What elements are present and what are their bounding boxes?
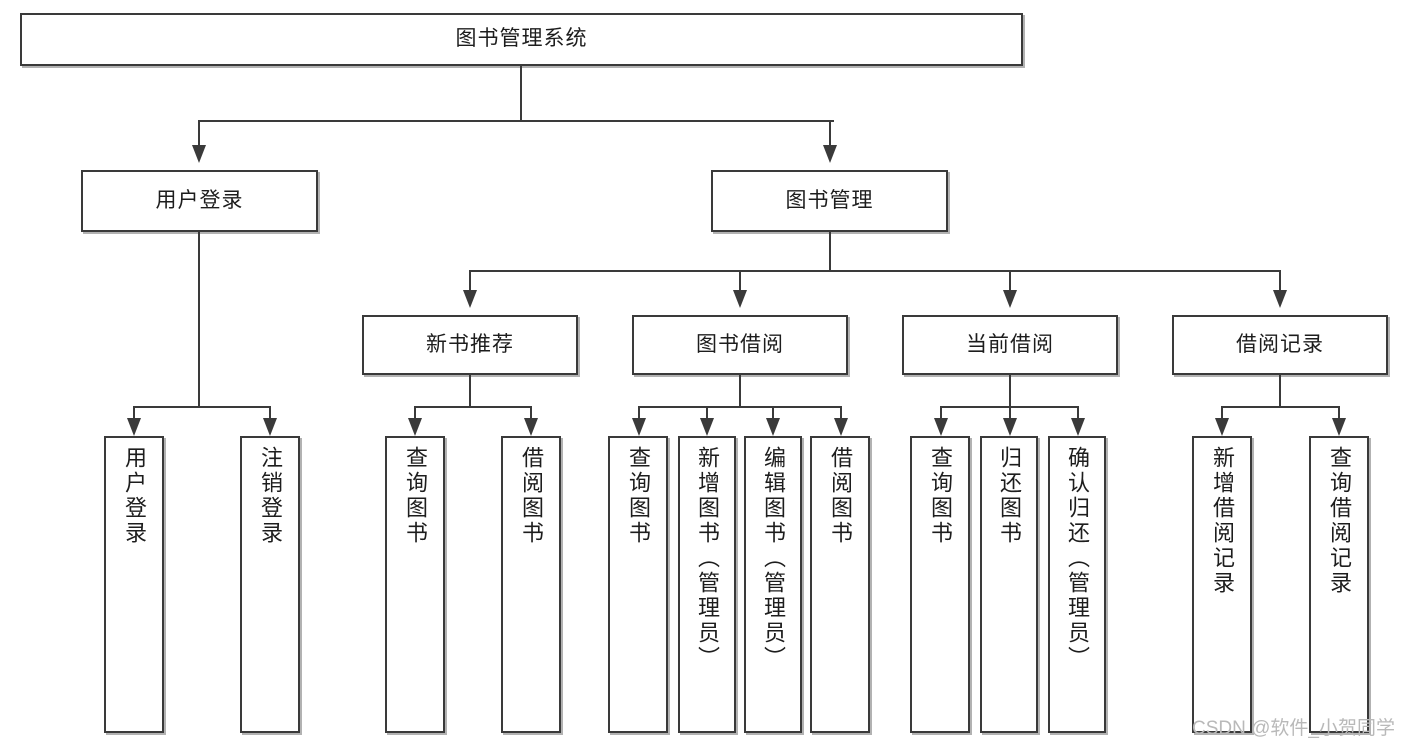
node-borrow-record-label: 借阅记录 xyxy=(1236,332,1324,356)
edge-root-to-user-login xyxy=(198,120,200,145)
leaf-borrow-record-add-record[interactable]: 新增借阅记录 xyxy=(1192,436,1252,733)
leaf-book-borrow-add-book-admin-label: 新增图书（管理员） xyxy=(695,446,720,671)
node-book-management-label: 图书管理 xyxy=(785,188,874,212)
leaf-book-borrow-borrow-book[interactable]: 借阅图书 xyxy=(810,436,870,733)
leaf-borrow-record-query-record[interactable]: 查询借阅记录 xyxy=(1309,436,1369,733)
edge-borrow-record-bus xyxy=(1221,406,1340,408)
leaf-logout[interactable]: 注销登录 xyxy=(240,436,300,733)
arrowhead-current-borrow-leaf-1 xyxy=(934,418,948,436)
leaf-book-borrow-query-book[interactable]: 查询图书 xyxy=(608,436,668,733)
edge-new-book-stem xyxy=(469,375,471,406)
arrowhead-leaf-user-login xyxy=(127,418,141,436)
arrowhead-current-borrow-leaf-2 xyxy=(1003,418,1017,436)
leaf-book-borrow-borrow-book-label: 借阅图书 xyxy=(828,446,853,546)
leaf-new-book-query-book-label: 查询图书 xyxy=(403,446,428,546)
edge-current-borrow-to-leaf-3 xyxy=(1077,406,1079,420)
edge-borrow-record-to-leaf-2 xyxy=(1338,406,1340,420)
leaf-user-login[interactable]: 用户登录 xyxy=(104,436,164,733)
edge-book-mgmt-to-new-book xyxy=(469,270,471,292)
leaf-new-book-borrow-book[interactable]: 借阅图书 xyxy=(501,436,561,733)
edge-new-book-to-leaf-2 xyxy=(530,406,532,420)
leaf-new-book-query-book[interactable]: 查询图书 xyxy=(385,436,445,733)
node-book-borrow[interactable]: 图书借阅 xyxy=(632,315,848,375)
edge-new-book-to-leaf-1 xyxy=(414,406,416,420)
edge-book-mgmt-to-current-borrow xyxy=(1009,270,1011,292)
arrowhead-user-login xyxy=(192,145,206,163)
edge-root-to-book-mgmt xyxy=(829,120,831,145)
edge-user-login-stem xyxy=(198,232,200,406)
leaf-current-borrow-query-book-label: 查询图书 xyxy=(928,446,953,546)
edge-current-borrow-to-leaf-2 xyxy=(1009,406,1011,420)
edge-book-mgmt-to-book-borrow xyxy=(739,270,741,292)
node-current-borrow[interactable]: 当前借阅 xyxy=(902,315,1118,375)
node-borrow-record[interactable]: 借阅记录 xyxy=(1172,315,1388,375)
arrowhead-new-book-leaf-1 xyxy=(408,418,422,436)
node-root[interactable]: 图书管理系统 xyxy=(20,13,1023,66)
node-current-borrow-label: 当前借阅 xyxy=(966,332,1054,356)
node-root-label: 图书管理系统 xyxy=(455,27,588,51)
edge-book-borrow-bus xyxy=(638,406,841,408)
leaf-current-borrow-return-book-label: 归还图书 xyxy=(997,446,1022,546)
arrowhead-new-book xyxy=(463,290,477,308)
leaf-user-login-label: 用户登录 xyxy=(122,446,147,546)
edge-book-borrow-to-leaf-2 xyxy=(706,406,708,420)
edge-borrow-record-to-leaf-1 xyxy=(1221,406,1223,420)
arrowhead-borrow-record xyxy=(1273,290,1287,308)
edge-root-bus xyxy=(198,120,834,122)
arrowhead-book-borrow-leaf-2 xyxy=(700,418,714,436)
leaf-current-borrow-return-book[interactable]: 归还图书 xyxy=(980,436,1038,733)
node-user-login[interactable]: 用户登录 xyxy=(81,170,318,232)
edge-book-mgmt-to-borrow-record xyxy=(1279,270,1281,292)
edge-root-stem xyxy=(520,66,522,120)
leaf-book-borrow-query-book-label: 查询图书 xyxy=(626,446,651,546)
leaf-book-borrow-edit-book-admin-label: 编辑图书（管理员） xyxy=(761,446,786,671)
leaf-current-borrow-confirm-return-admin-label: 确认归还（管理员） xyxy=(1065,446,1090,671)
watermark: CSDN @软件_小贺同学 xyxy=(1192,718,1395,739)
leaf-current-borrow-confirm-return-admin[interactable]: 确认归还（管理员） xyxy=(1048,436,1106,733)
arrowhead-borrow-record-leaf-1 xyxy=(1215,418,1229,436)
leaf-book-borrow-edit-book-admin[interactable]: 编辑图书（管理员） xyxy=(744,436,802,733)
node-new-book-recommend-label: 新书推荐 xyxy=(426,332,514,356)
edge-current-borrow-to-leaf-1 xyxy=(940,406,942,420)
node-user-login-label: 用户登录 xyxy=(155,188,244,212)
arrowhead-book-borrow-leaf-3 xyxy=(766,418,780,436)
edge-new-book-bus xyxy=(414,406,532,408)
leaf-logout-label: 注销登录 xyxy=(258,446,283,546)
arrowhead-book-borrow-leaf-1 xyxy=(632,418,646,436)
edge-book-mgmt-bus xyxy=(469,270,1281,272)
node-new-book-recommend[interactable]: 新书推荐 xyxy=(362,315,578,375)
arrowhead-new-book-leaf-2 xyxy=(524,418,538,436)
arrowhead-book-mgmt xyxy=(823,145,837,163)
node-book-borrow-label: 图书借阅 xyxy=(696,332,784,356)
node-book-management[interactable]: 图书管理 xyxy=(711,170,948,232)
edge-current-borrow-stem xyxy=(1009,375,1011,406)
edge-user-login-bus xyxy=(133,406,271,408)
arrowhead-current-borrow-leaf-3 xyxy=(1071,418,1085,436)
arrowhead-current-borrow xyxy=(1003,290,1017,308)
leaf-current-borrow-query-book[interactable]: 查询图书 xyxy=(910,436,970,733)
edge-borrow-record-stem xyxy=(1279,375,1281,406)
leaf-new-book-borrow-book-label: 借阅图书 xyxy=(519,446,544,546)
edge-book-borrow-to-leaf-4 xyxy=(840,406,842,420)
edge-book-mgmt-stem xyxy=(829,232,831,270)
leaf-borrow-record-query-record-label: 查询借阅记录 xyxy=(1327,446,1352,596)
arrowhead-borrow-record-leaf-2 xyxy=(1332,418,1346,436)
edge-user-login-to-leaf-1 xyxy=(133,406,135,420)
edge-book-borrow-stem xyxy=(739,375,741,406)
leaf-book-borrow-add-book-admin[interactable]: 新增图书（管理员） xyxy=(678,436,736,733)
leaf-borrow-record-add-record-label: 新增借阅记录 xyxy=(1210,446,1235,596)
edge-user-login-to-leaf-2 xyxy=(269,406,271,420)
arrowhead-leaf-logout xyxy=(263,418,277,436)
arrowhead-book-borrow xyxy=(733,290,747,308)
edge-book-borrow-to-leaf-1 xyxy=(638,406,640,420)
edge-book-borrow-to-leaf-3 xyxy=(772,406,774,420)
arrowhead-book-borrow-leaf-4 xyxy=(834,418,848,436)
